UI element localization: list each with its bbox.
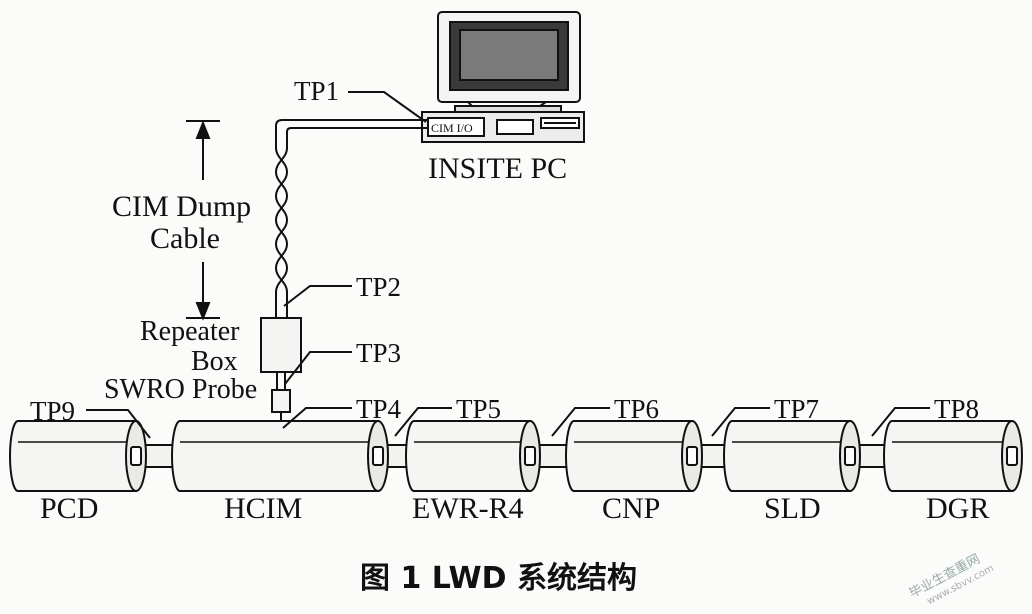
cable-twist-b	[274, 147, 289, 318]
tool-pin-sld	[844, 446, 856, 466]
tool-label-pcd: PCD	[40, 492, 98, 525]
tool-body-sld	[723, 420, 859, 492]
insite-pc-label: INSITE PC	[428, 152, 567, 185]
tool-body-cnp	[565, 420, 701, 492]
tp4-label: TP4	[356, 394, 402, 424]
tool-label-cnp: CNP	[602, 492, 660, 525]
tp6-label: TP6	[614, 394, 659, 424]
tp8-label: TP8	[934, 394, 979, 424]
tp1-label: TP1	[294, 76, 339, 106]
tp5-leader	[394, 407, 452, 437]
watermark: 毕业生查重网 www.sbvv.com	[906, 551, 996, 608]
tool-pin-cnp	[686, 446, 698, 466]
tool-body-hcim	[171, 420, 387, 492]
tp7-label: TP7	[774, 394, 819, 424]
cim-dump-cable	[274, 119, 428, 318]
tool-pcd	[9, 420, 147, 492]
computer	[421, 11, 585, 143]
cable-dimension	[186, 120, 220, 321]
tp5-label: TP5	[456, 394, 501, 424]
tool-pin-hcim	[372, 446, 384, 466]
tool-body-dgr	[883, 420, 1021, 492]
repeater-label-line1: Repeater	[140, 316, 240, 347]
tp3-leader	[284, 351, 352, 385]
drive-bay	[496, 119, 534, 135]
cable-top-inner	[286, 127, 428, 148]
tp7-leader	[711, 407, 770, 437]
dimension-top-arrow	[195, 120, 211, 139]
tool-pin-dgr	[1006, 446, 1018, 466]
monitor-screen	[459, 29, 559, 81]
tp4-leader	[282, 407, 352, 429]
tool-pin-ewr-r4	[524, 446, 536, 466]
cable-label-line1: CIM Dump	[112, 190, 251, 223]
cable-twist-a	[274, 147, 289, 318]
probe-label: SWRO Probe	[104, 374, 257, 405]
tool-sld	[723, 420, 861, 492]
tp2-label: TP2	[356, 272, 401, 302]
tp1-leader	[348, 91, 427, 123]
tool-ewr-r4	[405, 420, 541, 492]
tp9-label: TP9	[30, 396, 75, 426]
tool-cnp	[565, 420, 703, 492]
tp2-leader	[283, 285, 352, 307]
tool-body-ewr-r4	[405, 420, 539, 492]
tool-string	[9, 420, 1023, 492]
figure-caption: 图 1 LWD 系统结构	[360, 561, 637, 596]
tool-label-hcim: HCIM	[224, 492, 302, 525]
repeater-label-line2: Box	[191, 346, 238, 377]
tool-pin-pcd	[130, 446, 142, 466]
tool-label-dgr: DGR	[926, 492, 989, 525]
cim-io-label: CIM I/O	[431, 121, 473, 135]
cable-label-line2: Cable	[150, 222, 220, 255]
tool-hcim	[171, 420, 389, 492]
tp3-label: TP3	[356, 338, 401, 368]
tool-dgr	[883, 420, 1023, 492]
swro-probe	[271, 372, 291, 434]
dimension-bottom-arrow	[195, 302, 211, 321]
tool-body-pcd	[9, 420, 145, 492]
tp8-leader	[871, 407, 930, 437]
repeater-box	[260, 317, 302, 373]
test-point-leaders	[86, 91, 930, 439]
cable-top-outer	[275, 119, 428, 148]
tool-label-ewr-r4: EWR-R4	[412, 492, 524, 525]
tp6-leader	[551, 407, 610, 437]
tool-label-sld: SLD	[764, 492, 821, 525]
tp9-leader	[86, 409, 151, 439]
probe-body	[271, 389, 291, 413]
